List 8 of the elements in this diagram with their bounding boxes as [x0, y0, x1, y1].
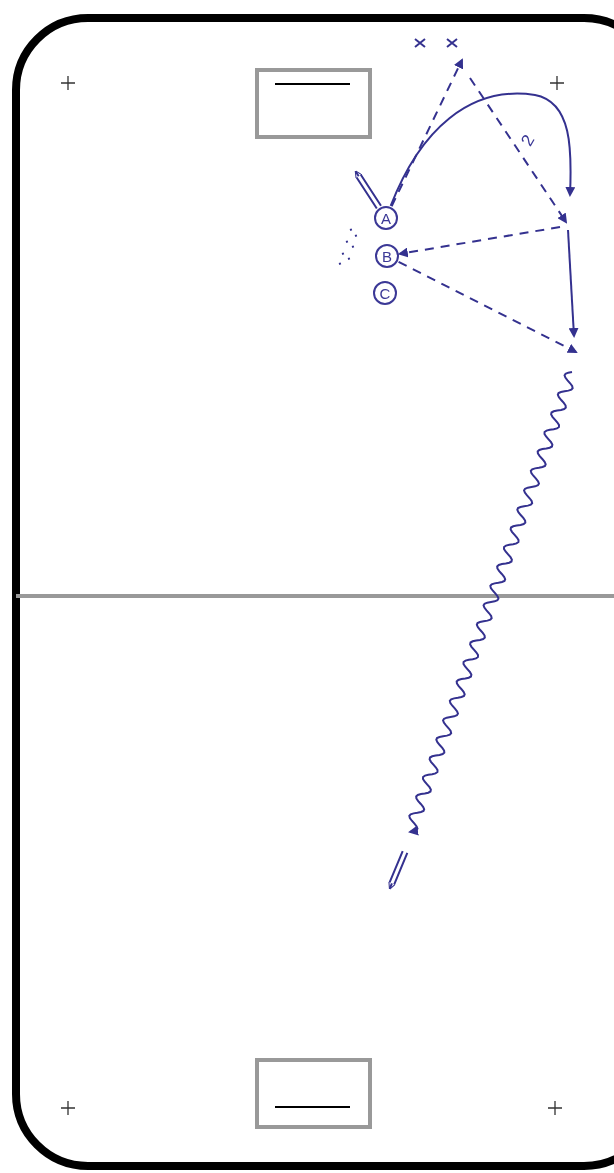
arrow [389, 92, 576, 207]
arrow [390, 58, 464, 208]
player-circle: A [374, 206, 398, 230]
double-line-arrow [354, 170, 382, 210]
player-circle: C [373, 281, 397, 305]
player-circle: B [375, 244, 399, 268]
arrow [397, 226, 561, 258]
arrow [397, 260, 578, 353]
